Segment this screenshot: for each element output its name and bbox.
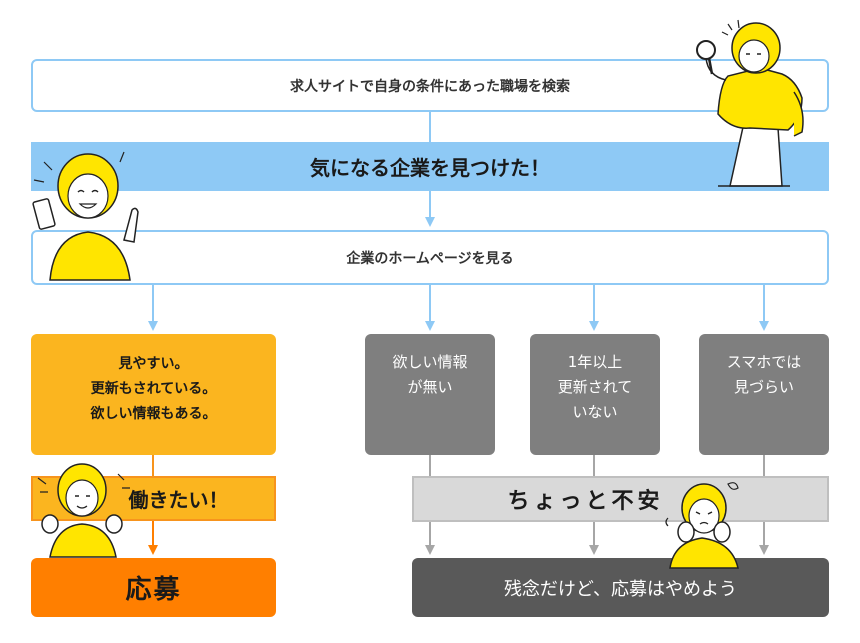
bad-case-line: が無い [407,378,453,396]
bad-case-not-updated: 1年以上 更新されて いない [530,334,660,455]
anxious-box: ちょっと不安 [412,476,829,522]
bad-case-hard-on-phone: スマホでは 見づらい [699,334,829,455]
bad-case-line: いない [572,403,618,421]
anxious-label: ちょっと不安 [507,488,664,514]
give-up-label: 残念だけど、応募はやめよう [503,578,738,600]
search-step-box: 求人サイトで自身の条件にあった職場を検索 [31,59,829,112]
apply-box: 応募 [31,558,276,617]
bad-case-no-info: 欲しい情報 が無い [365,334,495,455]
woman-smartphone-illustration [32,151,139,281]
homepage-step-box: 企業のホームページを見る [31,230,829,285]
apply-label: 応募 [125,575,182,605]
good-case-box: 見やすい。 更新もされている。 欲しい情報もある。 [31,334,276,455]
want-to-work-label: 働きたい！ [128,488,229,512]
good-case-line: 欲しい情報もある。 [90,406,217,422]
woman-worried-illustration [665,482,739,569]
bad-case-line: 1年以上 [567,353,623,371]
found-company-band: 気になる企業を見つけた！ [31,142,829,191]
give-up-box: 残念だけど、応募はやめよう [412,558,829,617]
good-case-line: 更新もされている。 [90,381,217,397]
woman-cheering-illustration [37,463,130,558]
bad-case-line: 欲しい情報 [392,353,468,371]
woman-searching-illustration [696,19,804,187]
bad-case-line: 見づらい [733,378,794,396]
good-case-line: 見やすい。 [118,356,189,372]
search-step-label: 求人サイトで自身の条件にあった職場を検索 [290,78,570,95]
homepage-step-label: 企業のホームページを見る [346,250,514,267]
found-company-label: 気になる企業を見つけた！ [310,156,550,180]
bad-case-line: 更新されて [557,378,633,396]
bad-case-line: スマホでは [726,353,802,371]
